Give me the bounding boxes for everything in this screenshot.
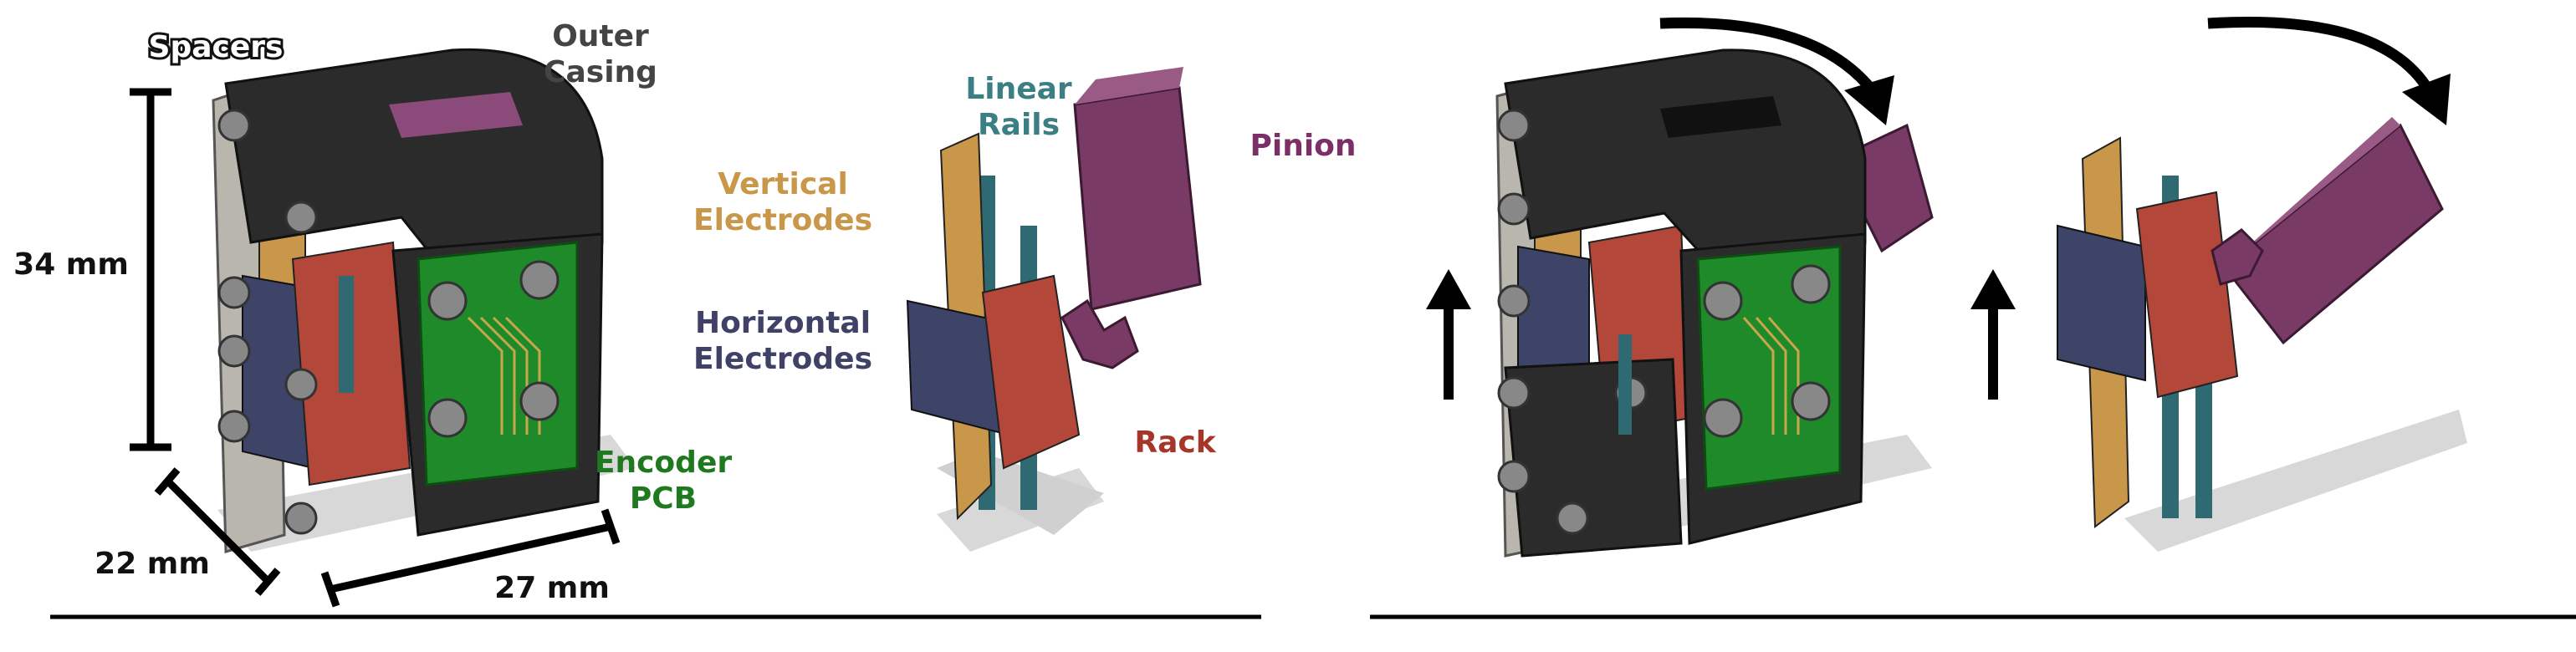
outer-casing — [1504, 48, 1867, 261]
linear-rail — [1618, 334, 1632, 435]
casing-lower — [1504, 358, 1683, 558]
linear-rails-label-1: Linear — [965, 72, 1072, 106]
vertical-electrodes-label-1: Vertical — [718, 167, 848, 201]
rotation-arrow-line — [1659, 17, 1878, 96]
horizontal-electrode — [2057, 224, 2146, 382]
rotation-arrow-head — [1844, 75, 1894, 125]
exploded-mechanism — [906, 67, 1202, 552]
rotation-arrow-head-2 — [2402, 74, 2451, 125]
pinion-top — [2225, 117, 2400, 267]
outer-casing-label-1: Outer — [552, 19, 649, 53]
spacers-label: Spacers — [149, 30, 284, 64]
rack — [2135, 191, 2239, 399]
width-dimension — [320, 508, 621, 608]
height-label: 34 mm — [13, 247, 129, 282]
pinion-top — [1075, 67, 1183, 104]
pinion-label: Pinion — [1250, 129, 1356, 163]
vertical-electrodes-label-2: Electrodes — [693, 203, 872, 237]
pinion-block — [1073, 86, 1202, 311]
width-label: 27 mm — [494, 571, 610, 605]
actuated-device — [1495, 48, 1934, 558]
actuated-mechanism — [2057, 117, 2467, 552]
outer-casing-label-2: Casing — [544, 55, 657, 89]
assembled-device — [212, 48, 636, 553]
up-arrow-head-2 — [1970, 269, 2016, 309]
pinion-gear — [1061, 298, 1139, 369]
depth-dimension — [154, 467, 281, 596]
linear-rail — [339, 276, 354, 393]
encoder-pcb-label-2: PCB — [630, 481, 697, 516]
rack-label: Rack — [1134, 425, 1216, 460]
depth-label: 22 mm — [95, 547, 210, 581]
pinion-gear — [2211, 228, 2264, 286]
encoder-pcb-label-1: Encoder — [595, 446, 732, 480]
screws — [1497, 109, 1831, 535]
screws — [217, 109, 560, 535]
rotation-arrow-line-2 — [2207, 16, 2435, 95]
pinion-window — [389, 92, 523, 138]
casing-window — [1660, 96, 1781, 138]
linear-rails-label-2: Rails — [978, 108, 1060, 142]
rack — [981, 274, 1081, 470]
up-arrow-head — [1426, 269, 1471, 309]
pinion-block — [2222, 123, 2444, 345]
horizontal-electrodes-label-1: Horizontal — [695, 306, 871, 340]
horizontal-electrodes-label-2: Electrodes — [693, 342, 872, 376]
height-dimension — [130, 88, 171, 451]
